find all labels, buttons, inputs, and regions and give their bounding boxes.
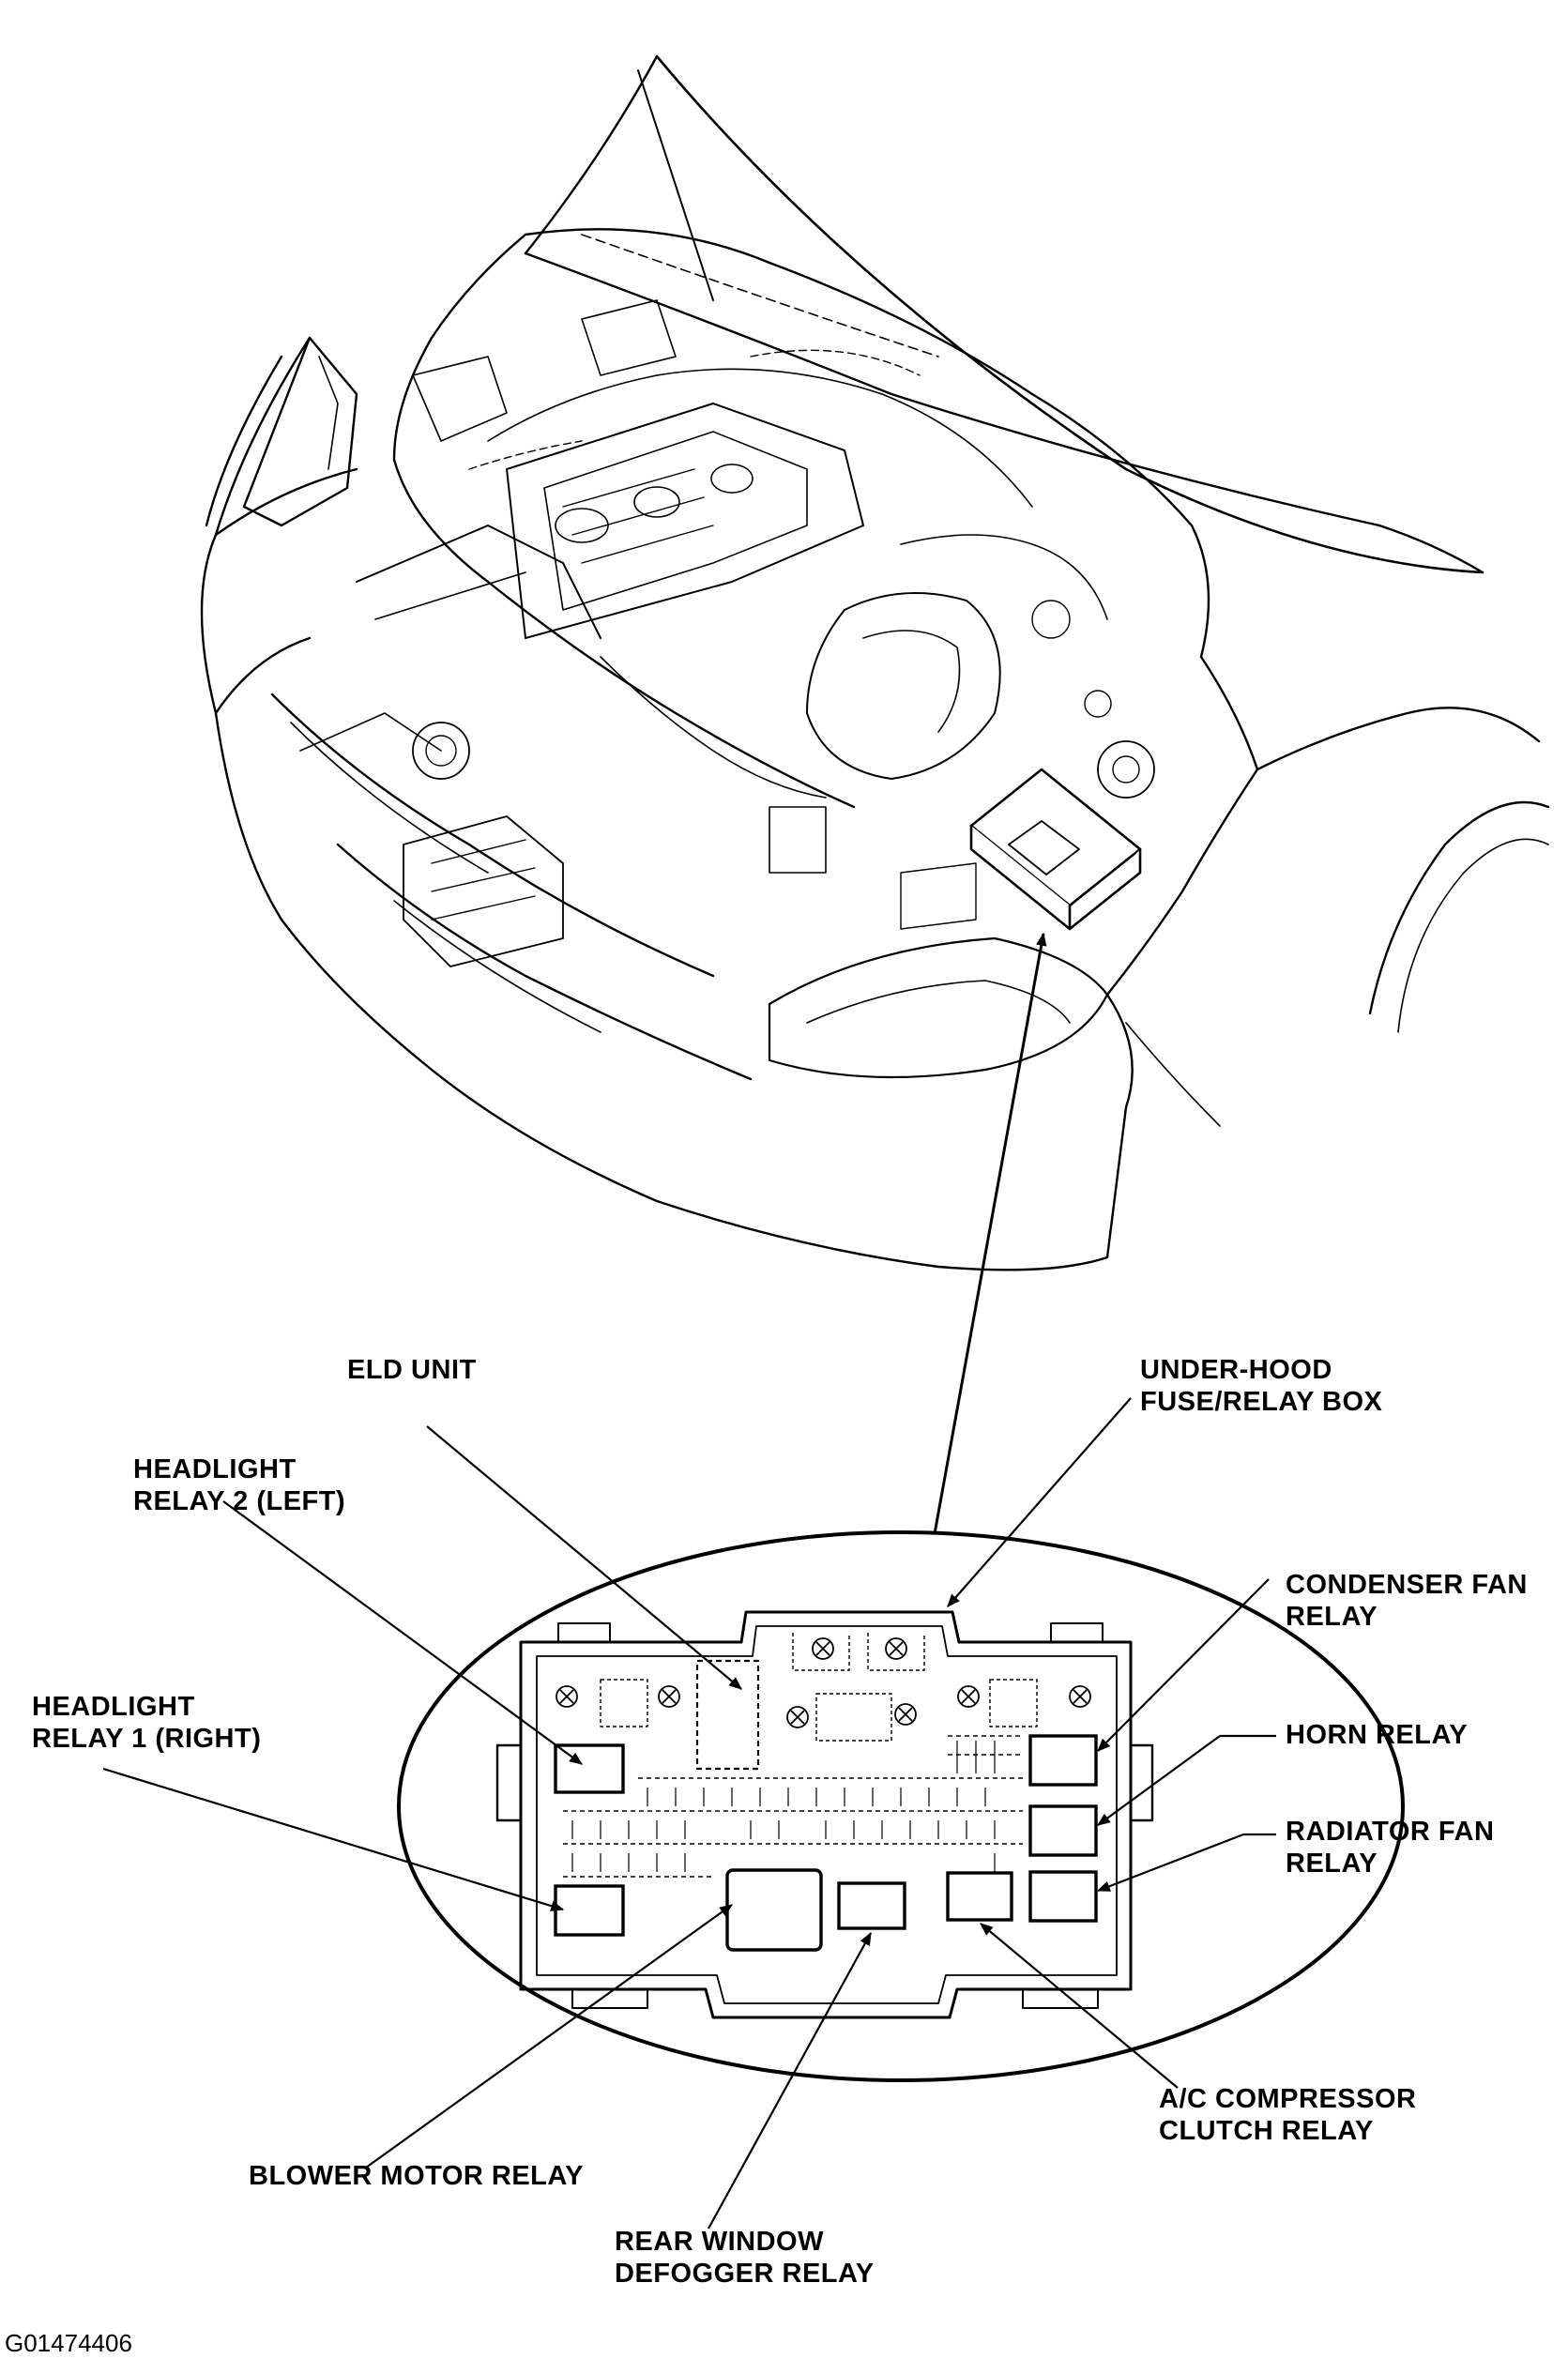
label-horn-relay-text: HORN RELAY — [1286, 1720, 1469, 1750]
locator-arrow — [932, 932, 1047, 1540]
label-radiator-fan-line1: RADIATOR FAN — [1286, 1817, 1495, 1847]
label-headlight-relay-1: HEADLIGHT RELAY 1 (RIGHT) — [32, 1691, 261, 1755]
label-blower-motor-text: BLOWER MOTOR RELAY — [249, 2161, 585, 2191]
label-rear-window-defogger-relay: REAR WINDOW DEFOGGER RELAY — [615, 2226, 875, 2290]
label-headlight-relay-1-line1: HEADLIGHT — [32, 1692, 195, 1722]
label-under-hood-line1: UNDER-HOOD — [1140, 1355, 1332, 1385]
fuse-box-closeup — [397, 1530, 1405, 2082]
label-ac-compressor-line2: CLUTCH RELAY — [1159, 2116, 1374, 2146]
label-under-hood-line2: FUSE/RELAY BOX — [1140, 1387, 1383, 1417]
label-headlight-relay-2-line1: HEADLIGHT — [133, 1454, 297, 1484]
rear-window-defogger-relay-box — [837, 1881, 906, 1930]
figure-reference-code: G01474406 — [5, 2329, 132, 2358]
car-front-illustration — [200, 54, 1550, 1271]
label-ac-compressor-line1: A/C COMPRESSOR — [1159, 2084, 1417, 2114]
figure-reference-text: G01474406 — [5, 2329, 132, 2357]
leader-lines — [102, 1397, 1276, 2229]
label-condenser-fan-line2: RELAY — [1286, 1602, 1378, 1632]
radiator-fan-relay-box — [1028, 1870, 1098, 1923]
headlight-relay-1-box — [554, 1884, 625, 1937]
label-blower-motor-relay: BLOWER MOTOR RELAY — [249, 2160, 584, 2192]
condenser-fan-relay-box — [1028, 1734, 1098, 1787]
label-eld-unit: ELD UNIT — [347, 1354, 477, 1386]
label-rear-window-line1: REAR WINDOW — [615, 2227, 824, 2257]
label-radiator-fan-relay: RADIATOR FAN RELAY — [1286, 1816, 1494, 1879]
label-horn-relay: HORN RELAY — [1286, 1719, 1468, 1751]
label-radiator-fan-line2: RELAY — [1286, 1849, 1378, 1879]
label-under-hood-fuse-relay-box: UNDER-HOOD FUSE/RELAY BOX — [1140, 1354, 1382, 1418]
label-condenser-fan-line1: CONDENSER FAN — [1286, 1570, 1528, 1600]
label-headlight-relay-1-line2: RELAY 1 (RIGHT) — [32, 1724, 262, 1754]
label-headlight-relay-2: HEADLIGHT RELAY 2 (LEFT) — [133, 1453, 345, 1517]
label-ac-compressor-clutch-relay: A/C COMPRESSOR CLUTCH RELAY — [1159, 2083, 1416, 2147]
label-eld-unit-text: ELD UNIT — [347, 1355, 477, 1385]
horn-relay-box — [1028, 1804, 1098, 1857]
ac-compressor-relay-box — [946, 1871, 1013, 1922]
label-headlight-relay-2-line2: RELAY 2 (LEFT) — [133, 1486, 346, 1516]
label-condenser-fan-relay: CONDENSER FAN RELAY — [1286, 1569, 1528, 1633]
label-rear-window-line2: DEFOGGER RELAY — [615, 2259, 875, 2289]
blower-motor-relay-box — [725, 1868, 823, 1952]
